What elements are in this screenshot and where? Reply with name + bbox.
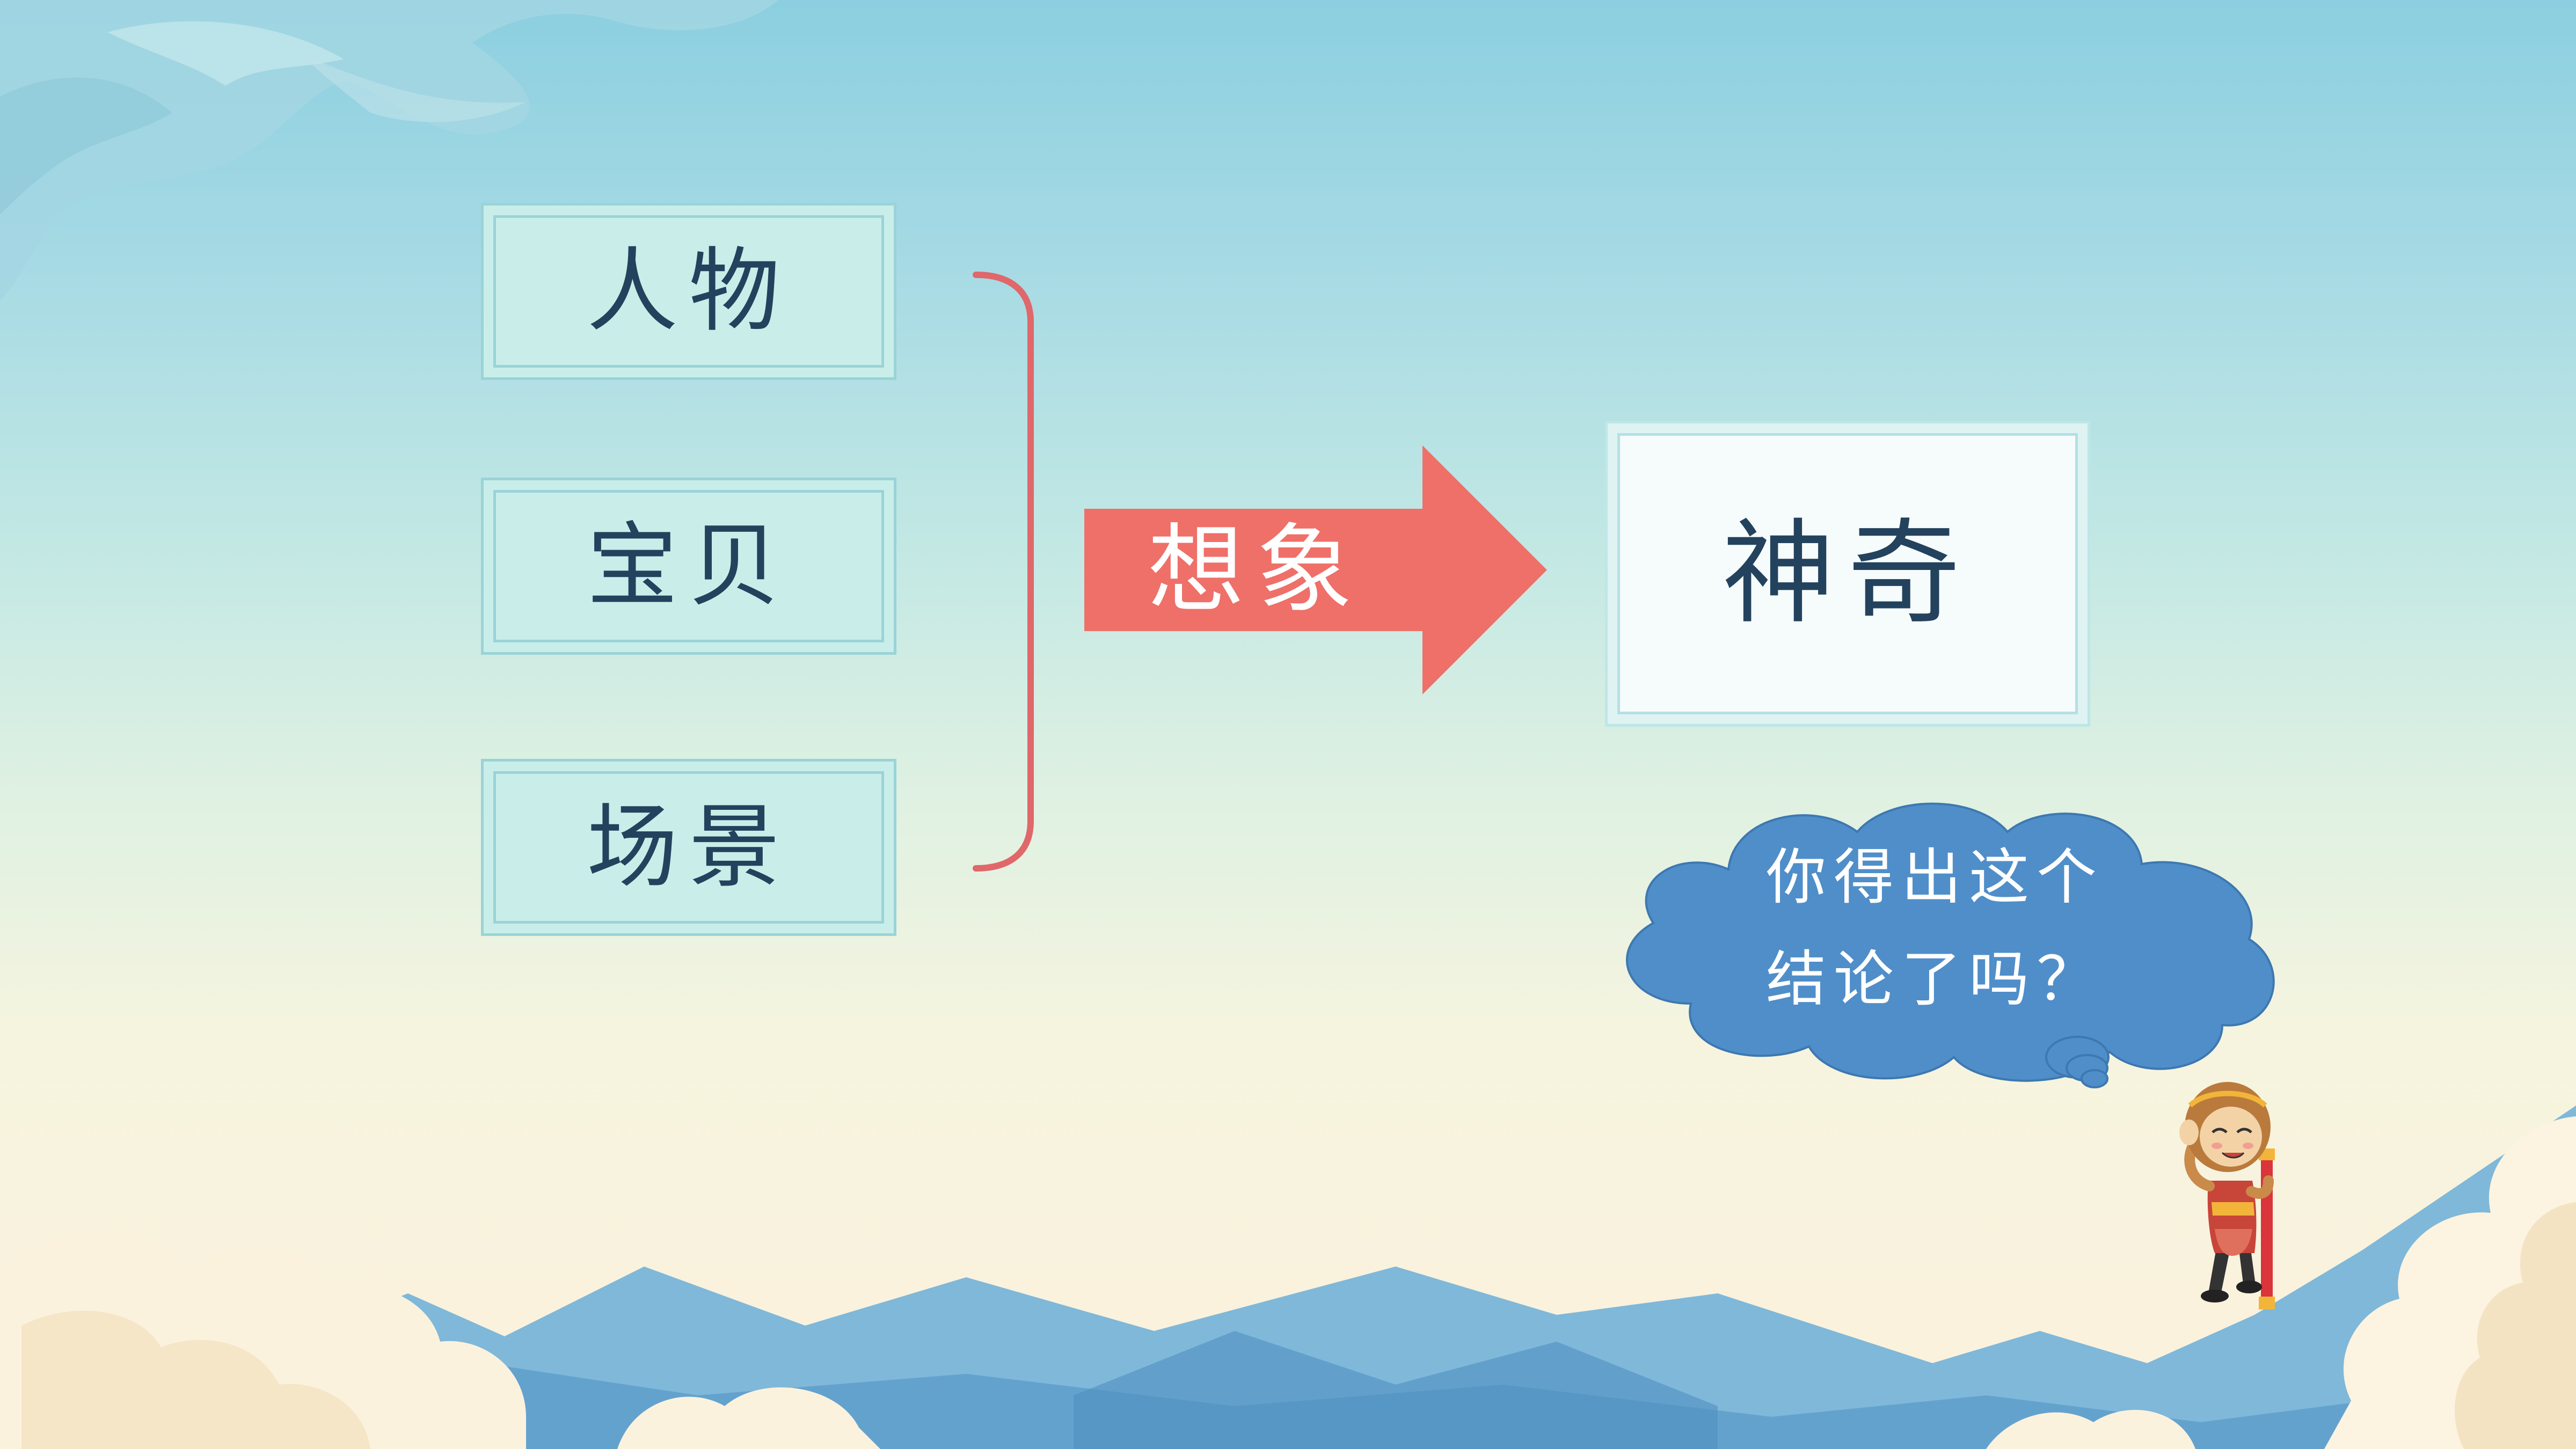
question-text: 你得出这个 结论了吗？ xyxy=(1766,826,2174,1030)
item-box-inner: 人物 xyxy=(493,215,884,368)
item-box-inner: 场景 xyxy=(493,771,884,924)
arrow-label: 想象 xyxy=(1147,514,1364,626)
arrow-icon xyxy=(1084,445,1547,694)
item-label-characters: 人物 xyxy=(586,238,791,345)
item-box-scene: 场景 xyxy=(481,759,896,936)
result-box: 神奇 xyxy=(1605,421,2090,727)
question-line-2: 结论了吗？ xyxy=(1766,945,2104,1014)
question-line-1: 你得出这个 xyxy=(1766,843,2104,912)
bracket xyxy=(973,272,1034,872)
thought-cloud-icon xyxy=(1625,802,2275,1088)
item-label-treasure: 宝贝 xyxy=(586,513,791,619)
monkey-king-icon xyxy=(2179,1082,2275,1309)
item-label-scene: 场景 xyxy=(586,794,791,901)
result-box-inner: 神奇 xyxy=(1617,433,2078,714)
item-box-treasure: 宝贝 xyxy=(481,478,896,655)
item-box-characters: 人物 xyxy=(481,203,896,380)
item-box-inner: 宝贝 xyxy=(493,490,884,642)
result-label: 神奇 xyxy=(1721,508,1973,639)
